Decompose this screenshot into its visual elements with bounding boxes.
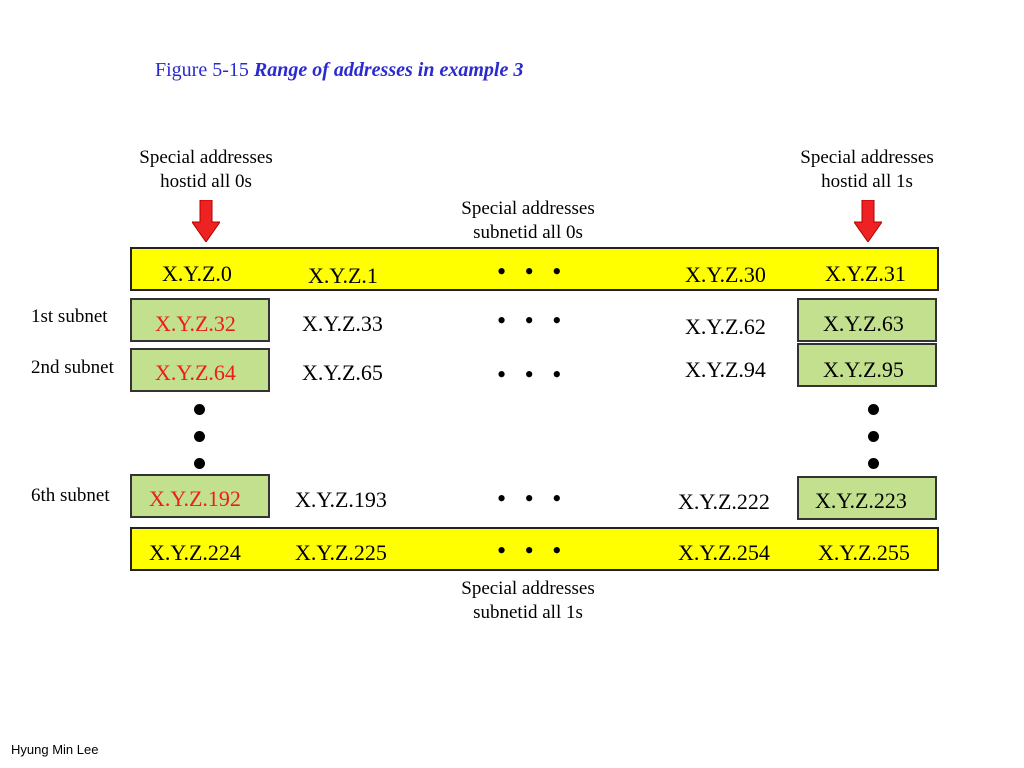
- address-cell: X.Y.Z.225: [295, 540, 387, 565]
- address-cell: X.Y.Z.30: [685, 262, 766, 287]
- address-cell: X.Y.Z.223: [815, 488, 907, 513]
- label-line: Special addresses: [461, 198, 595, 219]
- broadcast-address-box: [797, 476, 937, 520]
- label-hostid-all-1s: Special addresses hostid all 1s: [789, 146, 945, 194]
- address-cell: X.Y.Z.224: [149, 540, 241, 565]
- subnet-address-box: [130, 298, 270, 342]
- label-line: Special addresses: [461, 578, 595, 599]
- address-cell: X.Y.Z.0: [162, 261, 232, 286]
- ellipsis-dots: • • •: [497, 257, 568, 286]
- address-cell: X.Y.Z.1: [308, 263, 378, 288]
- figure-title: Range of addresses in example 3: [253, 59, 524, 81]
- address-cell: X.Y.Z.65: [302, 360, 383, 385]
- ellipsis-dots: • • •: [497, 484, 568, 513]
- ellipsis-dots: • • •: [497, 306, 568, 335]
- down-arrow-icon: [854, 200, 882, 242]
- vertical-ellipsis-dot: [868, 404, 879, 415]
- address-cell: X.Y.Z.222: [678, 489, 770, 514]
- vertical-ellipsis-dot: [868, 458, 879, 469]
- figure-number: Figure 5-15: [155, 59, 249, 81]
- down-arrow-icon: [192, 200, 220, 242]
- subnet-label-6th: 6th subnet: [31, 485, 110, 506]
- address-cell: X.Y.Z.62: [685, 314, 766, 339]
- subnet-label-2nd: 2nd subnet: [31, 357, 114, 378]
- label-line: Special addresses: [800, 147, 934, 168]
- ellipsis-dots: • • •: [497, 360, 568, 389]
- address-cell: X.Y.Z.33: [302, 311, 383, 336]
- label-subnetid-all-0s: Special addresses subnetid all 0s: [450, 197, 606, 245]
- address-cell: X.Y.Z.63: [823, 311, 904, 336]
- broadcast-address-box: [797, 298, 937, 342]
- label-line: hostid all 0s: [160, 171, 252, 192]
- subnet-label-1st: 1st subnet: [31, 306, 108, 327]
- label-line: subnetid all 1s: [473, 602, 583, 623]
- ellipsis-dots: • • •: [497, 536, 568, 565]
- address-cell: X.Y.Z.31: [825, 261, 906, 286]
- label-hostid-all-0s: Special addresses hostid all 0s: [128, 146, 284, 194]
- subnet-address-cell: X.Y.Z.64: [155, 360, 236, 385]
- top-address-band: [130, 247, 939, 291]
- subnet-address-box: [130, 474, 270, 518]
- label-line: subnetid all 0s: [473, 222, 583, 243]
- bottom-address-band: [130, 527, 939, 571]
- figure-caption: Figure 5-15 Range of addresses in exampl…: [155, 59, 523, 82]
- address-cell: X.Y.Z.255: [818, 540, 910, 565]
- label-line: Special addresses: [139, 147, 273, 168]
- vertical-ellipsis-dot: [194, 458, 205, 469]
- address-cell: X.Y.Z.94: [685, 357, 766, 382]
- vertical-ellipsis-dot: [868, 431, 879, 442]
- vertical-ellipsis-dot: [194, 431, 205, 442]
- address-cell: X.Y.Z.95: [823, 357, 904, 382]
- subnet-address-cell: X.Y.Z.32: [155, 311, 236, 336]
- subnet-address-cell: X.Y.Z.192: [149, 486, 241, 511]
- address-cell: X.Y.Z.254: [678, 540, 770, 565]
- author-footer: Hyung Min Lee: [11, 742, 99, 757]
- broadcast-address-box: [797, 343, 937, 387]
- label-line: hostid all 1s: [821, 171, 913, 192]
- label-subnetid-all-1s: Special addresses subnetid all 1s: [450, 577, 606, 625]
- address-cell: X.Y.Z.193: [295, 487, 387, 512]
- vertical-ellipsis-dot: [194, 404, 205, 415]
- subnet-address-box: [130, 348, 270, 392]
